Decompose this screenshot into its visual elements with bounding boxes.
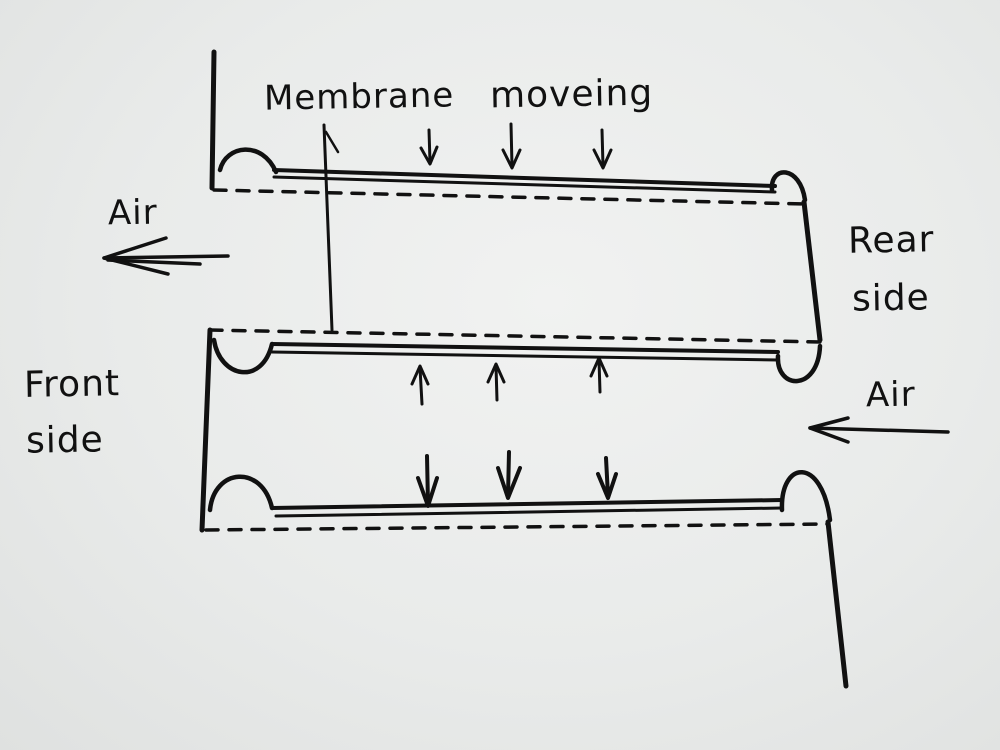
down-arrow-head (596, 472, 618, 500)
down-arrow (600, 128, 605, 168)
bottom-down-arrows (416, 450, 618, 508)
moving-label: moveing (489, 72, 654, 117)
up-arrow (494, 364, 499, 402)
air-out-arrow-shaft (102, 254, 230, 260)
middle-dashed-plate (208, 328, 822, 344)
down-arrow (604, 456, 610, 498)
up-arrow (418, 366, 424, 406)
air-out-arrow-shaft-2 (106, 258, 202, 266)
up-arrow (597, 358, 602, 394)
air-out-arrow (102, 236, 230, 276)
middle-up-arrows (410, 356, 609, 406)
down-arrow (427, 128, 432, 164)
top-membrane-inner (272, 175, 777, 194)
up-arrow-head (589, 356, 609, 378)
top-right-surround (769, 170, 808, 203)
bottom-membrane (270, 498, 784, 510)
bottom-right-frame-post (825, 519, 849, 689)
down-arrow (425, 454, 430, 506)
rear-label: Rear (847, 219, 935, 262)
up-arrow-head (486, 362, 506, 384)
membrane-pointer (322, 123, 334, 332)
air-in-label: Air (865, 374, 917, 416)
membrane-pointer-tick (324, 130, 340, 154)
bottom-right-surround (779, 470, 833, 523)
bottom-membrane-inner (274, 506, 784, 518)
top-left-surround (217, 147, 279, 175)
air-in-arrow-shaft (808, 426, 950, 434)
top-dashed-plate (212, 188, 807, 206)
up-arrow-head (410, 364, 430, 386)
top-membrane (272, 168, 777, 188)
down-arrow (506, 450, 511, 498)
bottom-left-surround (207, 474, 275, 513)
middle-membrane-inner (270, 350, 780, 362)
left-connecting-wall (199, 327, 213, 533)
air-out-arrow-head (102, 236, 170, 276)
down-arrow-head (419, 145, 439, 166)
air-in-arrow-head (808, 416, 850, 444)
rear-side-label: side (851, 277, 931, 320)
down-arrow-head (496, 466, 522, 500)
front-side-label: side (25, 419, 105, 462)
right-connecting-wall (801, 199, 823, 343)
top-down-arrows (419, 122, 613, 170)
front-label: Front (23, 363, 121, 406)
down-arrow-head (592, 148, 613, 170)
middle-right-surround (775, 343, 823, 384)
down-arrow-head (501, 148, 522, 170)
air-out-label: Air (107, 192, 159, 234)
bottom-dashed-plate (204, 522, 830, 532)
top-left-frame-post (209, 49, 217, 191)
membrane-label: Membrane (263, 75, 455, 119)
down-arrow-head (416, 476, 439, 508)
air-in-arrow (808, 416, 950, 444)
middle-left-surround (211, 337, 275, 375)
middle-membrane (270, 342, 780, 354)
down-arrow (509, 122, 514, 168)
